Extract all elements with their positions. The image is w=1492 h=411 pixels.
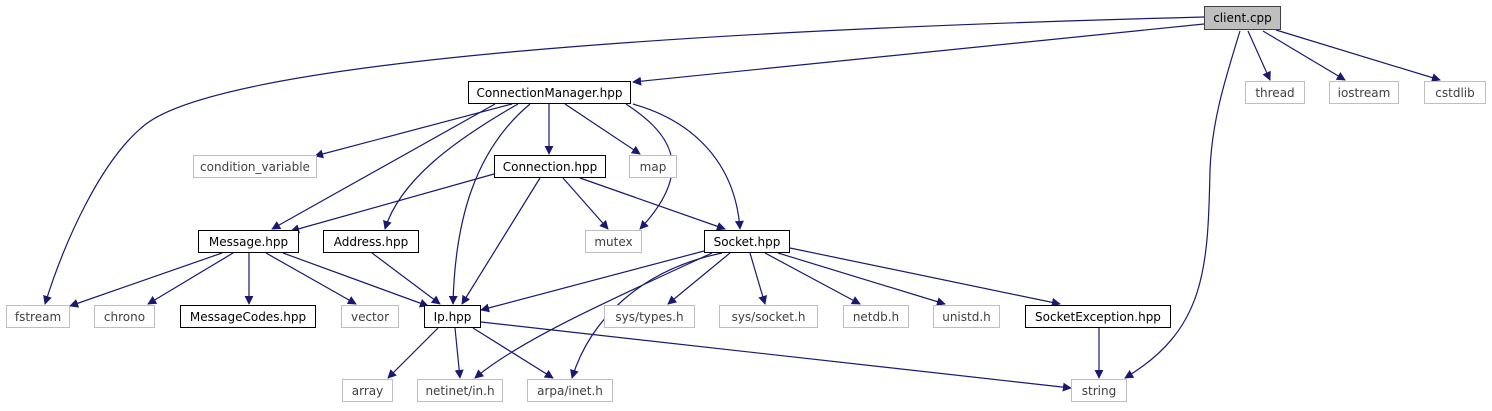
edge-socket-hpp-to-netdb-h [764,252,861,305]
node-sys-socket-h: sys/socket.h [719,305,818,328]
edge-connection-manager-hpp-to-address-hpp [383,103,519,230]
edge-ip-hpp-to-string [480,321,1072,392]
edge-socket-hpp-to-socket-exception-hpp [789,247,1061,307]
node-fstream: fstream [6,305,70,328]
edge-client-cpp-to-fstream [43,16,1205,305]
node-sys-types-h: sys/types.h [604,305,695,328]
edge-socket-hpp-to-sys-socket-h [749,252,768,305]
edge-connection-manager-hpp-to-map [564,103,641,155]
node-ip-hpp[interactable]: Ip.hpp [424,305,481,328]
edge-ip-hpp-to-array [387,327,439,379]
edge-connection-manager-hpp-to-socket-hpp [632,103,744,230]
edge-client-cpp-to-iostream [1262,30,1346,81]
node-string: string [1071,379,1127,402]
node-map: map [629,155,677,178]
edge-connection-hpp-to-mutex [562,177,609,230]
node-message-codes-hpp[interactable]: MessageCodes.hpp [180,305,316,328]
node-client-cpp[interactable]: client.cpp [1204,6,1281,30]
node-connection-manager-hpp[interactable]: ConnectionManager.hpp [468,81,631,104]
edge-address-hpp-to-ip-hpp [371,252,441,305]
edge-message-hpp-to-fstream [69,252,223,308]
edge-client-cpp-to-thread [1247,30,1271,81]
edge-socket-hpp-to-arpa-inet-h [570,252,723,379]
node-condition-variable: condition_variable [193,155,317,178]
edge-ip-hpp-to-arpa-inet-h [472,327,554,379]
node-message-hpp[interactable]: Message.hpp [198,230,299,253]
edge-connection-hpp-to-socket-hpp [579,177,726,231]
edge-connection-manager-hpp-to-ip-hpp [448,103,531,305]
node-connection-hpp[interactable]: Connection.hpp [494,155,606,178]
edge-message-hpp-to-chrono [147,252,234,305]
node-arpa-inet-h: arpa/inet.h [527,379,613,402]
edge-socket-hpp-to-netinet-in-h [474,252,713,379]
node-address-hpp[interactable]: Address.hpp [323,230,419,253]
edge-socket-hpp-to-ip-hpp [480,250,705,313]
node-socket-hpp[interactable]: Socket.hpp [704,230,790,253]
edge-socket-hpp-to-unistd-h [777,252,946,306]
edge-client-cpp-to-connection-manager-hpp [632,23,1205,86]
edge-connection-manager-hpp-to-mutex [625,103,673,230]
edge-client-cpp-to-cstdlib [1275,29,1441,82]
edge-message-hpp-to-vector [265,252,357,305]
edge-connection-hpp-to-ip-hpp [461,177,541,305]
edge-ip-hpp-to-netinet-in-h [454,327,464,379]
node-chrono: chrono [94,305,155,328]
node-socket-exception-hpp[interactable]: SocketException.hpp [1025,305,1171,328]
edge-connection-manager-hpp-to-message-hpp [271,103,496,230]
node-unistd-h: unistd.h [933,305,1000,328]
edge-socket-hpp-to-sys-types-h [667,252,731,305]
node-iostream: iostream [1329,81,1399,104]
edge-connection-manager-hpp-to-condition-variable [314,103,513,159]
node-thread: thread [1245,81,1305,104]
node-vector: vector [341,305,399,328]
edge-client-cpp-to-string [1124,30,1241,379]
edge-connection-hpp-to-message-hpp [290,173,495,234]
node-mutex: mutex [585,230,642,253]
node-netinet-in-h: netinet/in.h [417,379,503,402]
edge-message-hpp-to-ip-hpp [282,252,429,308]
node-cstdlib: cstdlib [1424,81,1486,104]
node-array: array [342,379,393,402]
node-netdb-h: netdb.h [843,305,909,328]
